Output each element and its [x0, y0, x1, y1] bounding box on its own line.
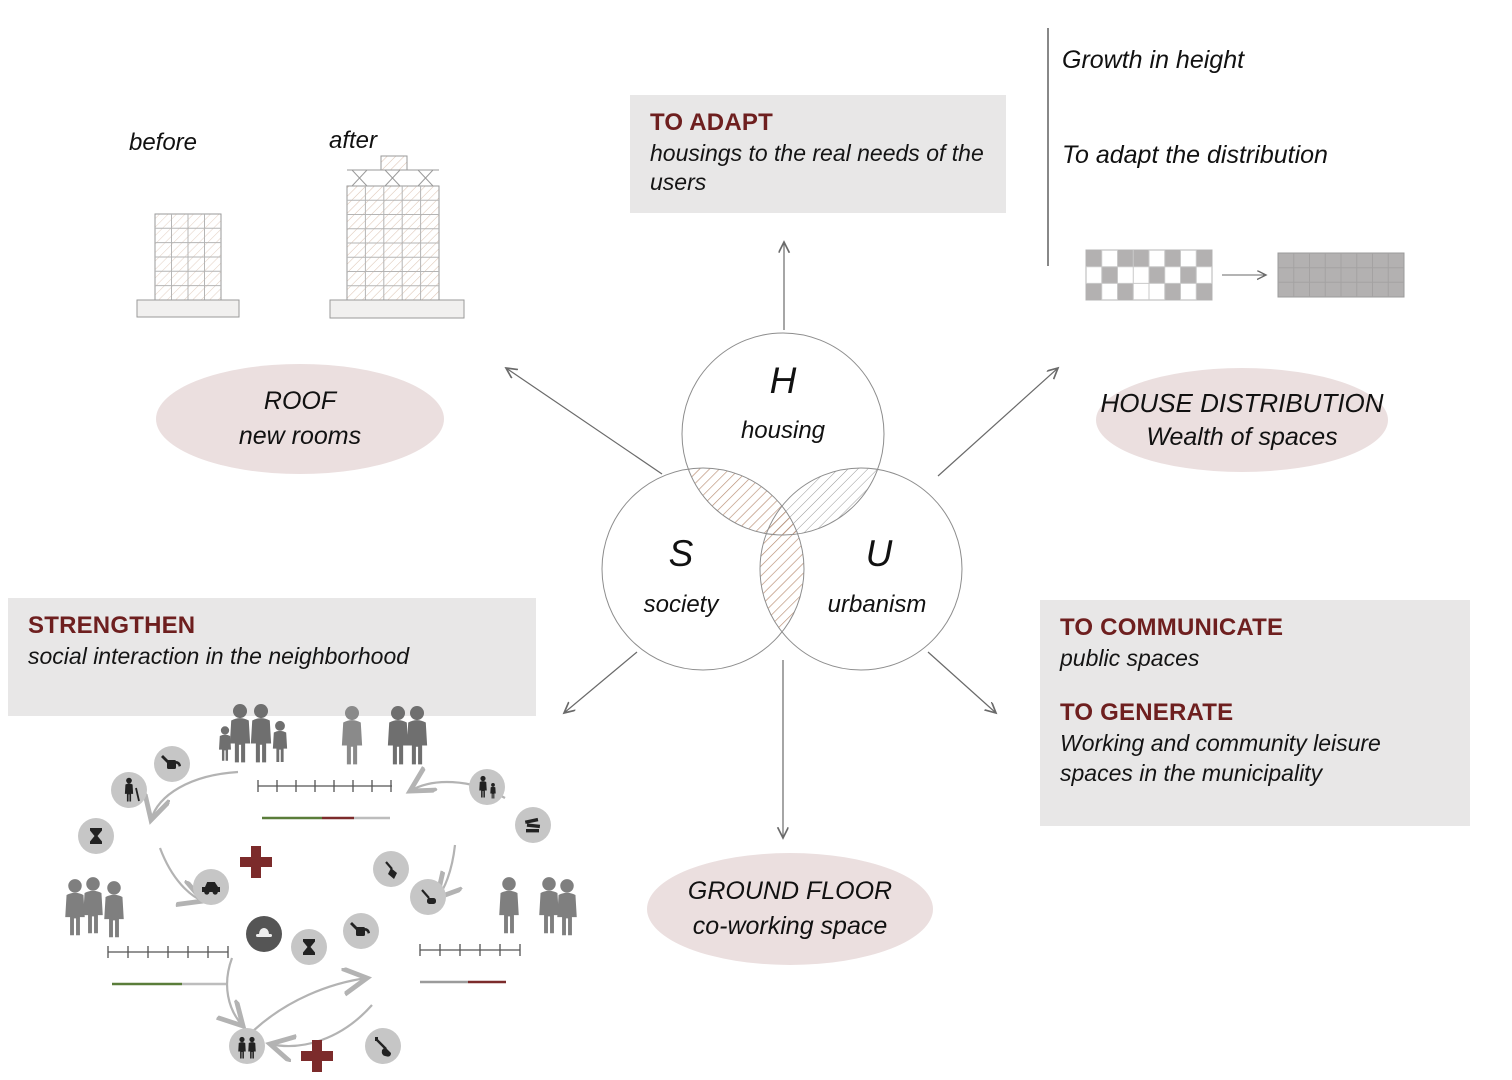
- vacuum-cleaner-icon: [410, 879, 446, 915]
- venn-urbanism-label: urbanism: [827, 591, 927, 618]
- strengthen-box: STRENGTHEN social interaction in the nei…: [8, 598, 536, 716]
- community-icons: [78, 746, 551, 1064]
- to-generate-section: TO GENERATE Working and community leisur…: [1060, 699, 1450, 788]
- strengthen-body: social interaction in the neighborhood: [28, 643, 410, 669]
- hourglass-icon: [291, 929, 327, 965]
- house-distribution-ellipse: HOUSE DISTRIBUTION Wealth of spaces: [1096, 368, 1388, 472]
- after-label: after: [328, 127, 378, 154]
- red-plus-cross-icon: [301, 1040, 333, 1072]
- urbanism-circle: [759, 467, 963, 671]
- strengthen-title: STRENGTHEN: [28, 612, 196, 639]
- ground-floor-ellipse: GROUND FLOOR co-working space: [647, 853, 933, 965]
- venn-hs-overlap: [682, 468, 804, 535]
- hat-icon: [246, 916, 282, 952]
- exchange-arrows: [151, 772, 506, 1046]
- shovel-icon: [365, 1028, 401, 1064]
- house-distribution-title: HOUSE DISTRIBUTION: [1100, 388, 1384, 418]
- roof-subtitle: new rooms: [238, 422, 362, 450]
- books-icon: [515, 807, 551, 843]
- to-generate-body: Working and community leisure spaces in …: [1060, 730, 1381, 786]
- to-communicate-section: TO COMMUNICATE public spaces: [1060, 614, 1450, 673]
- neighbor-group-silhouette: [499, 877, 577, 936]
- arrow-to-strengthen: [564, 651, 638, 713]
- to-adapt-box: TO ADAPT housings to the real needs of t…: [630, 95, 1006, 213]
- communicate-generate-box: TO COMMUNICATE public spaces TO GENERATE…: [1040, 600, 1470, 826]
- ground-floor-subtitle: co-working space: [692, 912, 888, 940]
- walking-person-icon: [111, 772, 147, 808]
- venn-arrows: [506, 242, 1058, 838]
- red-plus-cross-icon: [240, 846, 272, 878]
- venn-society-letter: S: [668, 533, 694, 574]
- car-icon: [193, 869, 229, 905]
- watering-can-icon: [343, 913, 379, 949]
- venn-housing-label: housing: [740, 417, 826, 444]
- community-diagram: [65, 704, 577, 1072]
- venn-urbanism-letter: U: [865, 533, 893, 574]
- venn-su-overlap: [760, 468, 804, 670]
- distribution-after-grid: [1277, 252, 1405, 298]
- watering-can-icon: [154, 746, 190, 782]
- hourglass-icon: [78, 818, 114, 854]
- venn-society-label: society: [643, 591, 719, 618]
- arrow-to-communicate: [927, 651, 996, 713]
- before-building: [136, 213, 240, 318]
- red-cross-icons: [240, 846, 333, 1072]
- couple-icon: [229, 1028, 265, 1064]
- to-generate-title: TO GENERATE: [1060, 699, 1234, 727]
- ground-floor-title: GROUND FLOOR: [687, 877, 893, 905]
- elder-trio-silhouette: [65, 877, 124, 938]
- roof-title: ROOF: [263, 387, 337, 415]
- arrow-to-roof: [506, 368, 663, 475]
- society-circle: [601, 467, 805, 671]
- venn-housing-letter: H: [769, 360, 797, 401]
- growth-in-height-note: Growth in height: [1062, 46, 1245, 74]
- to-communicate-body: public spaces: [1060, 645, 1200, 671]
- parent-child-icon: [469, 769, 505, 805]
- house-distribution-subtitle: Wealth of spaces: [1146, 423, 1338, 451]
- gardener-icon: [373, 851, 409, 887]
- after-building: [329, 155, 465, 319]
- arrow-to-house-distribution: [937, 368, 1058, 477]
- roof-ellipse: ROOF new rooms: [156, 364, 444, 474]
- venn-hu-overlap: [760, 468, 884, 535]
- distribution-before-grid: [1085, 249, 1213, 301]
- timeline-progress-lines: [112, 816, 506, 986]
- to-communicate-title: TO COMMUNICATE: [1060, 614, 1284, 641]
- to-adapt-body: housings to the real needs of the users: [650, 140, 984, 196]
- adapt-distribution-note: To adapt the distribution: [1062, 141, 1328, 169]
- before-label: before: [128, 129, 198, 156]
- timeline-ticks: [107, 780, 521, 958]
- to-adapt-title: TO ADAPT: [650, 109, 773, 136]
